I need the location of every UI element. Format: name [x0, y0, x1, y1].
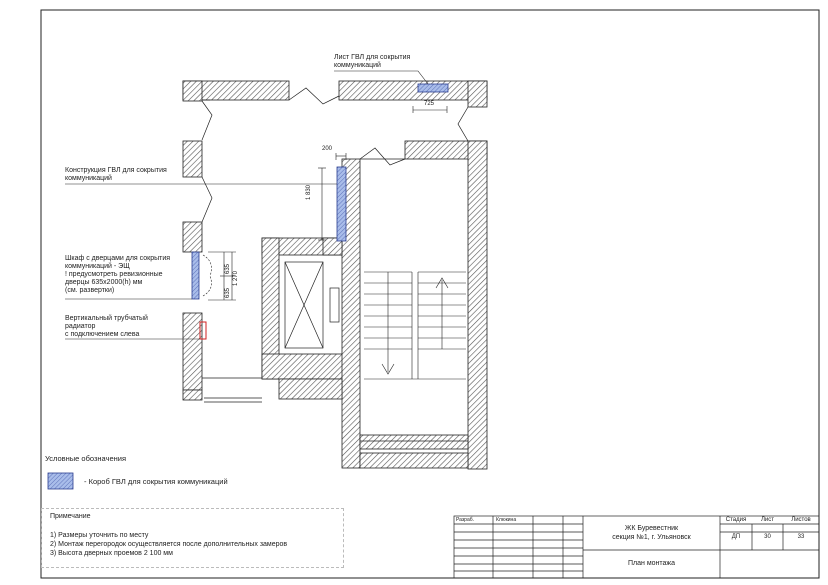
dim-1830: 1 830 — [306, 184, 312, 200]
dim-635-top: 635 — [225, 263, 231, 274]
legend-title: Условные обозначения — [45, 454, 127, 463]
room-lines — [202, 99, 468, 442]
legend-swatch — [47, 472, 74, 490]
elevator — [284, 261, 340, 349]
dim-1270: 1 270 — [233, 270, 239, 286]
staircase — [364, 271, 466, 380]
stamp-drawing-title: План монтажа — [628, 560, 675, 567]
notes-box: Примечание 1) Размеры уточнить по месту … — [41, 508, 344, 568]
gvl-box-cabinet — [191, 251, 200, 300]
note-2: 2) Монтаж перегородок осуществляется пос… — [50, 541, 288, 548]
legend-item: - Короб ГВЛ для сокрытия коммуникаций — [84, 477, 228, 486]
stamp-stage-label: Стадия — [725, 517, 747, 523]
stamp-developer: Клюкина — [496, 517, 517, 523]
stamp-sheets: 33 — [797, 534, 805, 540]
stamp-sheet: 30 — [764, 534, 771, 540]
note-1: 1) Размеры уточнить по месту — [50, 532, 149, 539]
stamp-sheet-label: Лист — [760, 517, 775, 523]
stamp-project: ЖК Буревестник секция №1, г. Ульяновск — [612, 525, 691, 541]
notes-title: Примечание — [50, 513, 91, 520]
dim-635-bottom: 635 — [225, 287, 231, 298]
gvl-sheet-label: Лист ГВЛ для сокрытия коммуникаций — [334, 54, 411, 69]
outer-frame — [40, 9, 820, 579]
cabinet-doors — [202, 254, 212, 297]
gvl-construction-label: Конструкция ГВЛ для сокрытия коммуникаци… — [65, 167, 167, 182]
note-3: 3) Высота дверных проемов 2 100 мм — [50, 550, 173, 557]
stamp-developed-label: Разраб. — [456, 517, 475, 523]
leader-lines — [65, 70, 429, 340]
stamp-sheets-label: Листов — [791, 517, 811, 523]
dim-725: 725 — [424, 101, 435, 107]
dim-200: 200 — [322, 146, 333, 152]
radiator — [199, 321, 207, 340]
dimension-lines — [208, 106, 448, 301]
radiator-label: Вертикальный трубчатый радиатор с подклю… — [65, 315, 148, 338]
cabinet-label: Шкаф с дверцами для сокрытия коммуникаци… — [65, 255, 171, 294]
stamp-stage: ДП — [731, 534, 741, 540]
title-block — [453, 515, 820, 579]
gvl-box-top — [417, 83, 449, 93]
gvl-box-column — [336, 166, 347, 242]
walls — [182, 80, 488, 470]
